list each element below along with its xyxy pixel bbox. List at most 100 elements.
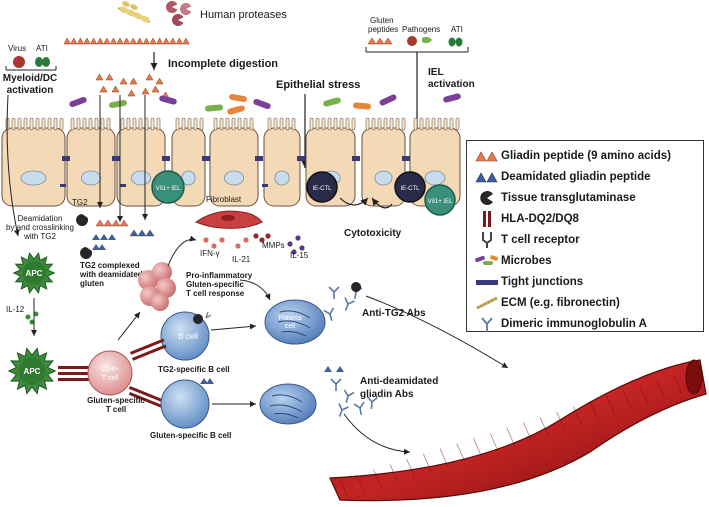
anti-deamidated-label-2: gliadin Abs bbox=[360, 389, 414, 400]
orange-triangles-icon bbox=[473, 147, 501, 165]
legend-item: Gliadin peptide (9 amino acids) bbox=[473, 145, 697, 166]
hla-molecule-icon bbox=[473, 210, 501, 228]
iel-activation-label-1: IEL bbox=[428, 67, 444, 78]
epithelial-layer bbox=[1, 117, 461, 207]
incomplete-digestion-label: Incomplete digestion bbox=[168, 58, 278, 70]
gluten-specific-t-label-1: Gluten-specific bbox=[87, 396, 145, 405]
plasma-cell-top: Plasma cell bbox=[264, 299, 326, 345]
fibroblast-cell bbox=[194, 210, 263, 229]
cd4-t-cell: CD4+ T cell bbox=[87, 350, 133, 396]
proliferating-t-cells bbox=[138, 262, 176, 311]
cytotoxicity-label: Cytotoxicity bbox=[344, 228, 402, 239]
junction-icon bbox=[473, 273, 501, 291]
deamidation-label-2: by and crosslinking bbox=[6, 223, 74, 232]
svg-text:IE-CTL: IE-CTL bbox=[312, 186, 332, 192]
il21-label: IL-21 bbox=[232, 255, 251, 264]
legend-label: HLA-DQ2/DQ8 bbox=[501, 212, 579, 225]
fibroblast-label: Fibroblast bbox=[206, 195, 242, 204]
pacman-icon bbox=[473, 189, 501, 207]
legend-label: ECM (e.g. fibronectin) bbox=[501, 296, 620, 309]
pathogen-microbe-icon bbox=[422, 36, 432, 44]
apc-top-cell bbox=[12, 252, 56, 294]
hla-tcr-synapse bbox=[58, 366, 102, 381]
legend-item: Microbes bbox=[473, 250, 697, 271]
gluten-peptides-label-2: peptides bbox=[368, 25, 398, 34]
anti-tg2-label: Anti-TG2 Abs bbox=[362, 308, 426, 319]
svg-text:Plasma: Plasma bbox=[278, 315, 301, 322]
deamidation-label-3: with TG2 bbox=[23, 232, 56, 241]
lumen-microbes bbox=[69, 93, 461, 115]
legend-item: HLA-DQ2/DQ8 bbox=[473, 208, 697, 229]
anti-deamidated-antibodies bbox=[324, 366, 378, 417]
iga-icon bbox=[473, 315, 501, 333]
ati-icon-right bbox=[448, 37, 456, 47]
legend-label: Deamidated gliadin peptide bbox=[501, 170, 651, 183]
tg2-complex-label-2: with deamidated bbox=[79, 270, 143, 279]
plasma-cell-bottom bbox=[259, 383, 317, 425]
tg2-specific-b-cell: B cell bbox=[160, 311, 212, 361]
iel-activation-label-2: activation bbox=[428, 79, 475, 90]
anti-deamidated-label-1: Anti-deamidated bbox=[360, 376, 438, 387]
legend-item: T cell receptor bbox=[473, 229, 697, 250]
tg2-complex-icon bbox=[80, 243, 106, 259]
gluten-peptides-label-1: Gluten bbox=[370, 16, 394, 25]
legend-label: Microbes bbox=[501, 254, 552, 267]
blood-vessel bbox=[329, 359, 707, 502]
receptor-icon bbox=[473, 231, 501, 249]
gliadin-peptide-chain bbox=[63, 37, 190, 45]
lamina-propria-peptides bbox=[92, 219, 155, 240]
ati-icon-left bbox=[35, 57, 43, 67]
legend-item: Dimeric immunoglobulin A bbox=[473, 313, 697, 334]
epithelial-stress-label: Epithelial stress bbox=[276, 79, 360, 91]
svg-text:B cell: B cell bbox=[178, 332, 198, 341]
ie-ctl-right: IE-CTL bbox=[394, 171, 426, 203]
svg-text:Vδ1+ IEL: Vδ1+ IEL bbox=[428, 199, 454, 205]
legend-label: T cell receptor bbox=[501, 233, 580, 246]
vd1-iel-left: Vδ1+ IEL bbox=[151, 170, 185, 204]
legend-item: Tight junctions bbox=[473, 271, 697, 292]
proinflam-label-3: T cell response bbox=[186, 289, 245, 298]
wheat-icon bbox=[117, 1, 151, 23]
cytokine-dots bbox=[203, 233, 305, 255]
legend-label: Gliadin peptide (9 amino acids) bbox=[501, 149, 671, 162]
tg2-complex-label-1: TG2 complexed bbox=[80, 261, 140, 270]
ati-label-right: ATI bbox=[451, 25, 463, 34]
virus-icon bbox=[13, 56, 25, 68]
pathogen-virus-icon bbox=[407, 36, 417, 46]
svg-text:Vδ1+ IEL: Vδ1+ IEL bbox=[156, 186, 182, 192]
il15-label: IL-15 bbox=[290, 251, 309, 260]
blue-triangles-icon bbox=[473, 168, 501, 186]
apc-bottom-cell bbox=[7, 347, 57, 395]
pathogens-label: Pathogens bbox=[402, 25, 440, 34]
human-proteases-label: Human proteases bbox=[200, 9, 287, 21]
gluten-specific-b-cell bbox=[160, 378, 214, 429]
gliadin-fragments bbox=[95, 73, 170, 99]
il12-label: IL-12 bbox=[6, 305, 25, 314]
apc-bottom-label: APC bbox=[24, 367, 41, 376]
apc-top-label: APC bbox=[26, 269, 43, 278]
deamidation-label-1: Deamidation bbox=[18, 214, 63, 223]
vd1-iel-right: Vδ1+ IEL bbox=[424, 184, 456, 216]
ecm-icon bbox=[473, 294, 501, 312]
tg2-complex-label-3: gluten bbox=[80, 279, 104, 288]
ati-label-left: ATI bbox=[36, 44, 48, 53]
virus-label: Virus bbox=[8, 44, 26, 53]
svg-text:CD4+: CD4+ bbox=[101, 366, 119, 373]
gluten-specific-b-label: Gluten-specific B cell bbox=[150, 431, 231, 440]
proinflam-label-1: Pro-inflammatory bbox=[186, 271, 253, 280]
legend: Gliadin peptide (9 amino acids) Deamidate… bbox=[466, 140, 704, 332]
myeloid-label-2: activation bbox=[7, 85, 54, 96]
legend-label: Tight junctions bbox=[501, 275, 584, 288]
microbes-icon bbox=[473, 252, 501, 270]
svg-text:T cell: T cell bbox=[102, 375, 119, 382]
tg2-specific-b-label: TG2-specific B cell bbox=[158, 365, 230, 374]
legend-item: ECM (e.g. fibronectin) bbox=[473, 292, 697, 313]
gluten-specific-t-label-2: T cell bbox=[106, 405, 126, 414]
legend-label: Tissue transglutaminase bbox=[501, 191, 636, 204]
svg-text:IE-CTL: IE-CTL bbox=[400, 186, 420, 192]
anti-tg2-antibodies bbox=[323, 282, 363, 321]
il12-dots bbox=[25, 311, 39, 325]
protease-icon bbox=[166, 1, 192, 26]
